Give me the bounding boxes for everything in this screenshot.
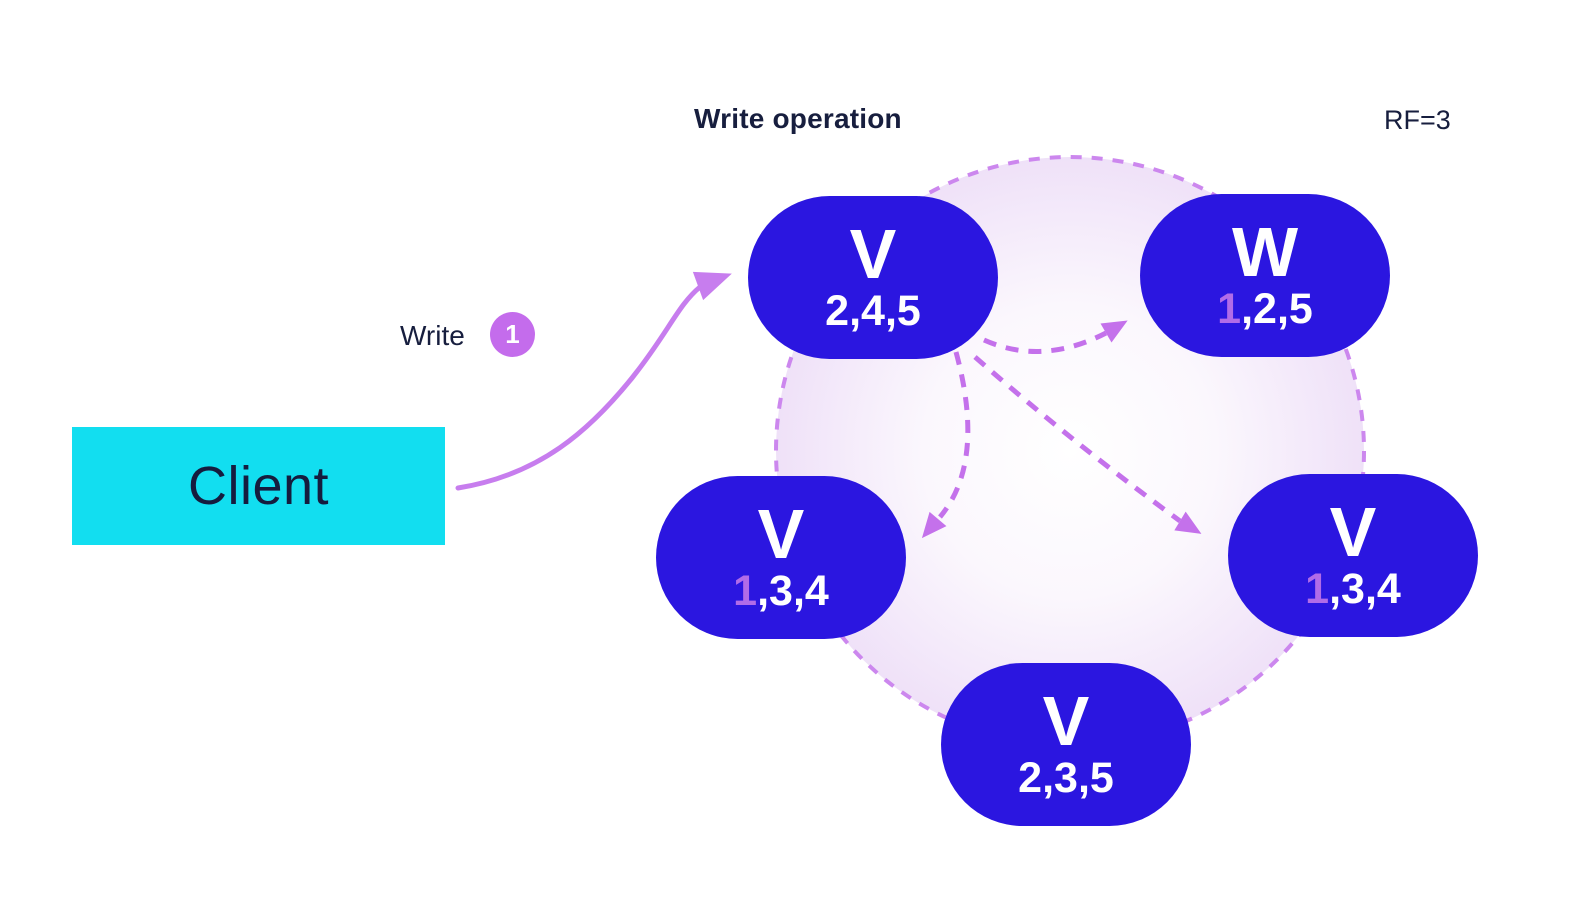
node-value-rest: ,3,4: [757, 567, 829, 616]
node-values: 2,4,5: [825, 289, 921, 334]
node-value-rest: 2,4,5: [825, 287, 921, 336]
node-values: 1,2,5: [1217, 287, 1313, 332]
write-arrow: [455, 284, 703, 491]
replication-arrow-to-left: [938, 351, 971, 519]
node-value-highlight: 1: [1217, 285, 1242, 334]
node-value-rest: ,3,4: [1329, 565, 1401, 614]
node-letter: V: [757, 494, 805, 573]
write-annotation-label: Write: [400, 320, 465, 351]
node-value-rest: ,2,5: [1241, 285, 1313, 334]
page-title: Write operation: [694, 103, 902, 134]
replication-arrow-to-right: [973, 355, 1182, 524]
client-label: Client: [187, 456, 330, 516]
node-right-replica: V 1,3,4: [1228, 474, 1478, 637]
node-values: 2,3,5: [1018, 756, 1114, 801]
node-values: 1,3,4: [733, 569, 829, 614]
node-value-highlight: 1: [733, 567, 758, 616]
node-letter: V: [849, 214, 897, 293]
replication-arrowhead-right: [1174, 511, 1202, 534]
client-box: Client: [72, 427, 445, 545]
step-1-badge-number: 1: [505, 319, 520, 349]
replication-arrowhead-left: [921, 511, 947, 539]
node-top-left-coordinator: V 2,4,5: [748, 196, 998, 359]
node-value-highlight: 1: [1305, 565, 1330, 614]
node-letter: W: [1231, 212, 1299, 291]
step-1-badge: 1: [490, 312, 535, 357]
node-top-right-replica: W 1,2,5: [1140, 194, 1390, 357]
node-letter: V: [1042, 681, 1090, 760]
node-bottom: V 2,3,5: [941, 663, 1191, 826]
node-values: 1,3,4: [1305, 567, 1401, 612]
node-left-replica: V 1,3,4: [656, 476, 906, 639]
replication-factor-label: RF=3: [1384, 105, 1451, 135]
node-letter: V: [1329, 492, 1377, 571]
node-value-rest: 2,3,5: [1018, 754, 1114, 803]
write-arrowhead: [692, 271, 732, 301]
replication-arrowhead-top-right: [1100, 320, 1128, 343]
